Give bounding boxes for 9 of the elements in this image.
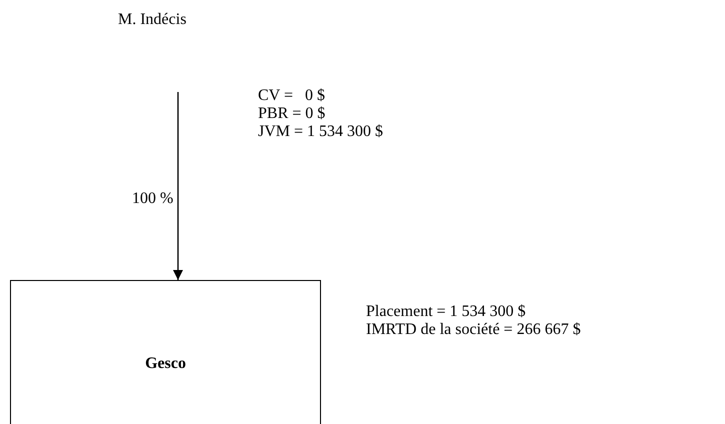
arrow [173, 92, 183, 280]
company-name: Gesco [145, 355, 186, 374]
value-note: CV = 0 $ [258, 87, 325, 105]
company-box [10, 280, 321, 424]
value-note: PBR = 0 $ [258, 105, 326, 123]
node-note: Placement = 1 534 300 $ [366, 303, 526, 321]
person-name: M. Indécis [118, 11, 194, 29]
value-note: JVM = 1 534 300 $ [258, 123, 384, 141]
node-note: IMRTD de la société = 266 667 $ [366, 321, 581, 339]
